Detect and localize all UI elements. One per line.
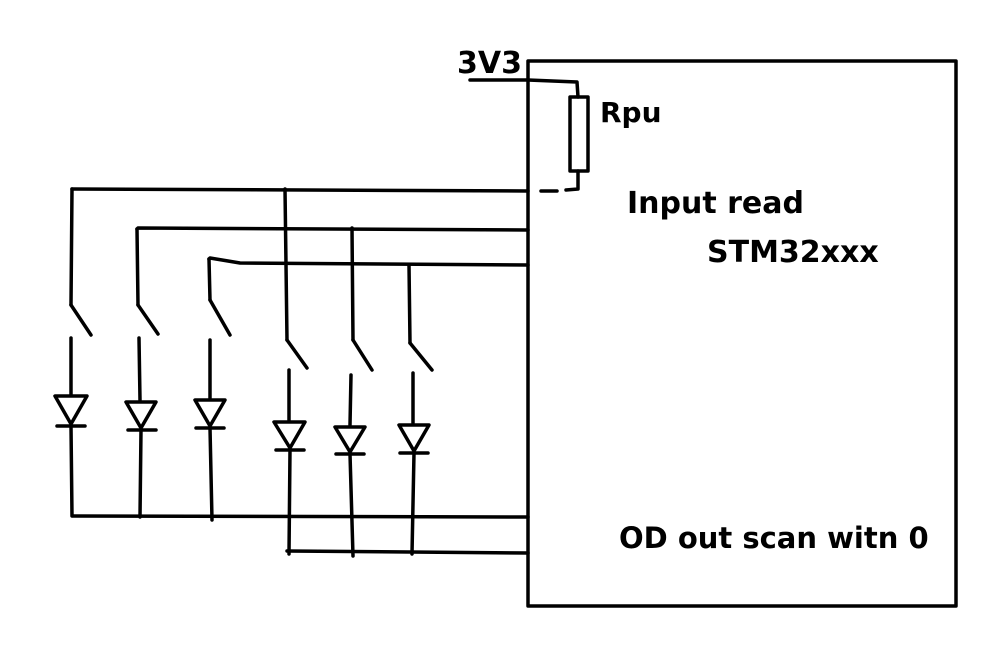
diode-5 [333,425,367,456]
row-line-2 [135,226,530,232]
switch-6 [408,341,434,372]
switch-5 [351,338,374,372]
chip-label: STM32xxx [707,235,879,270]
key-cell-5 [333,226,374,558]
key-cell-3 [193,257,232,522]
diode-1 [53,394,89,428]
switch-3 [208,298,232,337]
diode-3 [193,398,227,430]
diode-2 [124,400,158,432]
key-cell-4 [272,187,309,556]
switch-4 [285,338,309,370]
key-cell-2 [124,227,160,519]
diode-6 [397,423,431,455]
resistor-label: Rpu [600,96,662,129]
row-line-3 [207,256,530,267]
supply-line [468,78,580,99]
supply-label: 3V3 [457,46,522,81]
column-line-2 [285,549,530,555]
output-label: OD out scan witn 0 [619,521,929,555]
diode-4 [272,420,307,452]
key-cell-6 [397,263,434,556]
key-cell-1 [53,187,93,518]
pullup-resistor [568,95,590,173]
switch-1 [69,303,93,337]
column-line-1 [71,514,530,519]
pullup-to-input-dashed [564,169,580,192]
mcu-box [526,59,958,608]
row-line-1 [70,187,530,193]
switch-2 [136,303,160,336]
input-label: Input read [627,186,804,221]
